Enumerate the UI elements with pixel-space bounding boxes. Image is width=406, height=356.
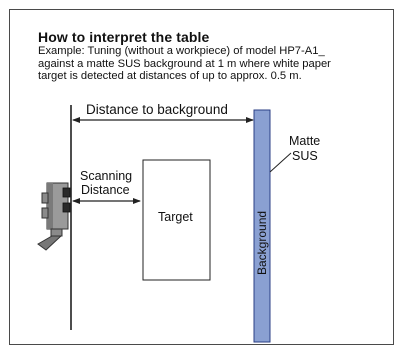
description-line: Example: Tuning (without a workpiece) of…	[38, 45, 325, 57]
background-bar	[253, 109, 271, 343]
target-label: Target	[158, 210, 193, 224]
scanning-label-line2: Distance	[81, 183, 130, 197]
sus-label: SUS	[292, 149, 318, 163]
distance-to-background-label: Distance to background	[86, 102, 228, 117]
target-box	[142, 159, 211, 281]
background-bar-label: Background	[255, 211, 269, 275]
description-line: target is detected at distances of up to…	[38, 70, 302, 82]
description-line: against a matte SUS background at 1 m wh…	[38, 57, 331, 70]
matte-sus-leader-line	[269, 152, 292, 173]
example-description: Example: Tuning (without a workpiece) of…	[38, 45, 390, 83]
matte-label: Matte	[289, 134, 320, 148]
photoelectric-sensor-icon	[37, 182, 71, 251]
diagram-heading: How to interpret the table	[38, 29, 210, 45]
scanning-label-line1: Scanning	[80, 169, 132, 183]
